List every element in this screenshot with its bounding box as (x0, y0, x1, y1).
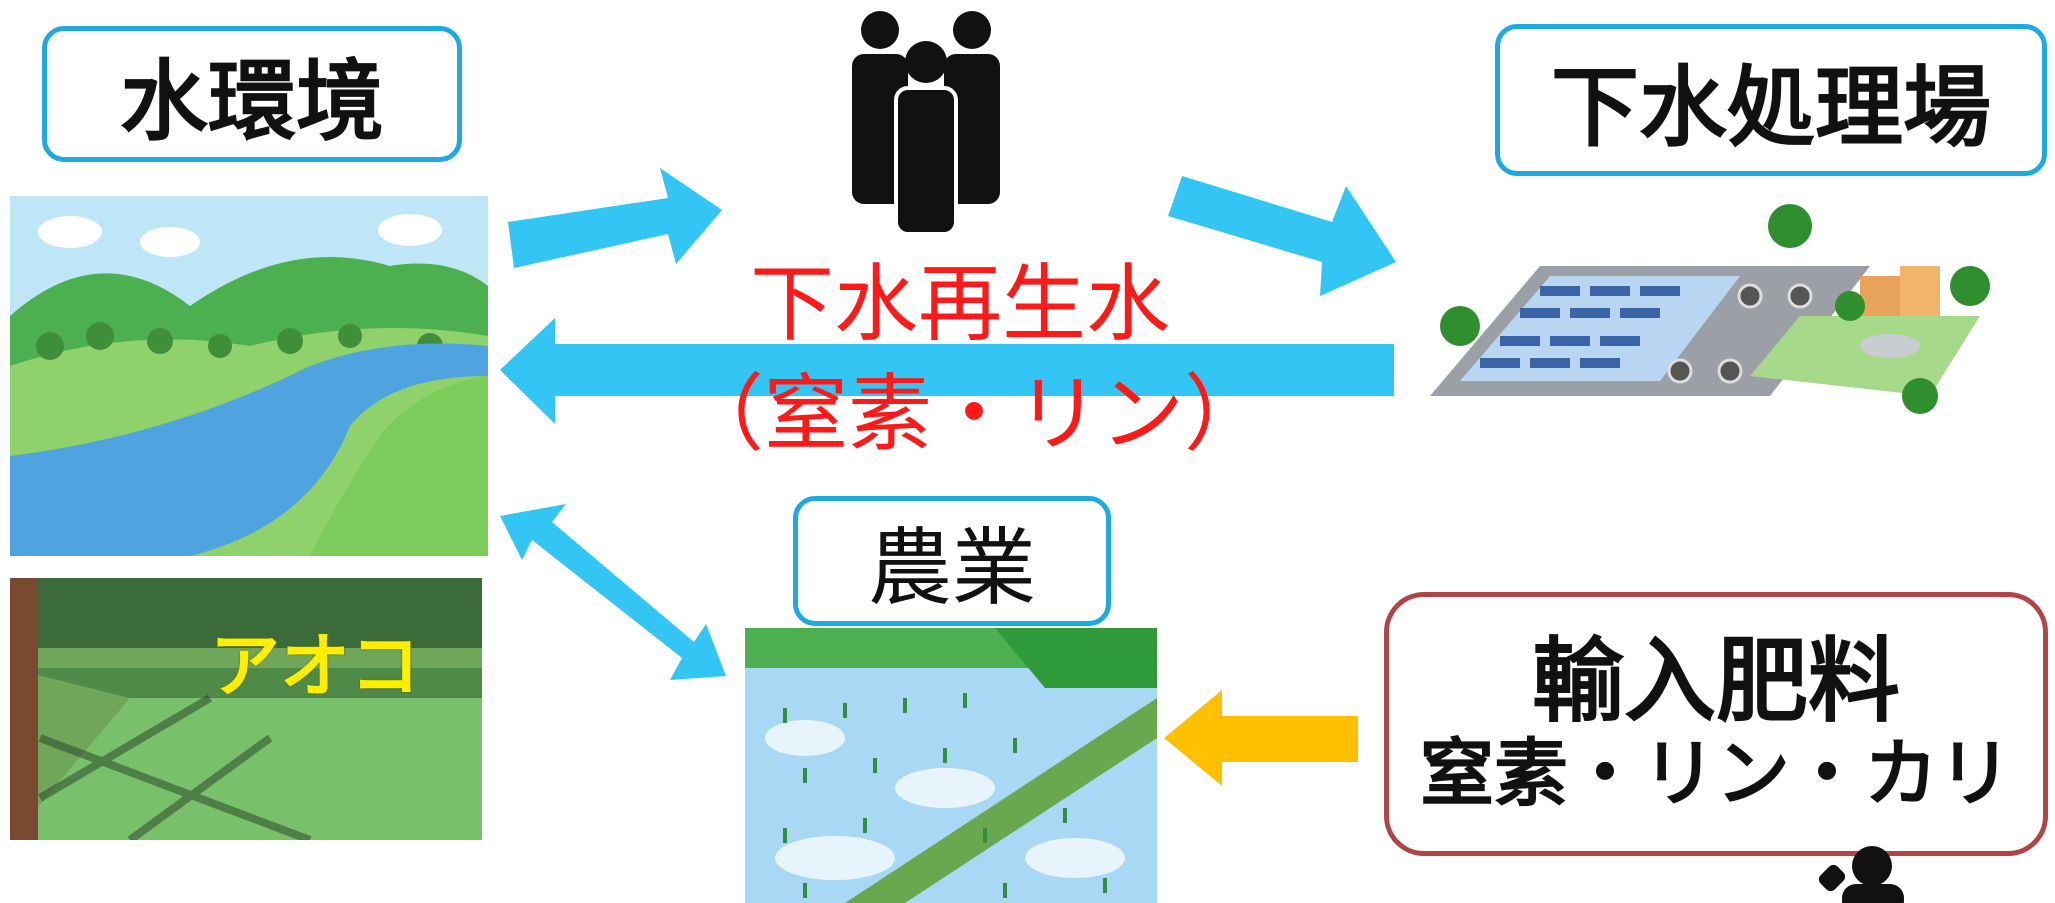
aoko-label: アオコ (210, 625, 420, 707)
river-landscape-illustration (10, 196, 488, 556)
algae-bloom-photo (10, 578, 482, 840)
imported-fertilizer-nutrients: 窒素・リン・カリ (1420, 731, 2012, 818)
water-environment-text: 水環境 (119, 49, 384, 153)
sewage-plant-text: 下水処理場 (1550, 55, 1991, 159)
reclaimed-water-title: 下水再生水 (749, 255, 1170, 353)
agriculture-text: 農業 (867, 518, 1036, 617)
agriculture-label: 農業 (793, 496, 1111, 626)
sewage-plant-label: 下水処理場 (1495, 24, 2047, 176)
water-environment-label: 水環境 (42, 26, 462, 162)
arrow-water-agriculture (500, 504, 726, 680)
person-icon (1818, 846, 1904, 903)
rice-field-illustration (745, 628, 1157, 903)
arrow-water-to-people (508, 168, 722, 268)
arrow-people-to-plant (1168, 176, 1396, 296)
arrow-fertilizer-to-agriculture (1164, 690, 1358, 786)
imported-fertilizer-title: 輸入肥料 (1531, 627, 1900, 735)
people-group-icon (852, 11, 1000, 236)
sewage-plant-illustration (1430, 204, 1990, 414)
imported-fertilizer-label: 輸入肥料 窒素・リン・カリ (1384, 592, 2048, 856)
reclaimed-water-nutrients: （窒素・リン） (680, 365, 1269, 463)
arrow-reclaimed-water (500, 318, 1394, 424)
